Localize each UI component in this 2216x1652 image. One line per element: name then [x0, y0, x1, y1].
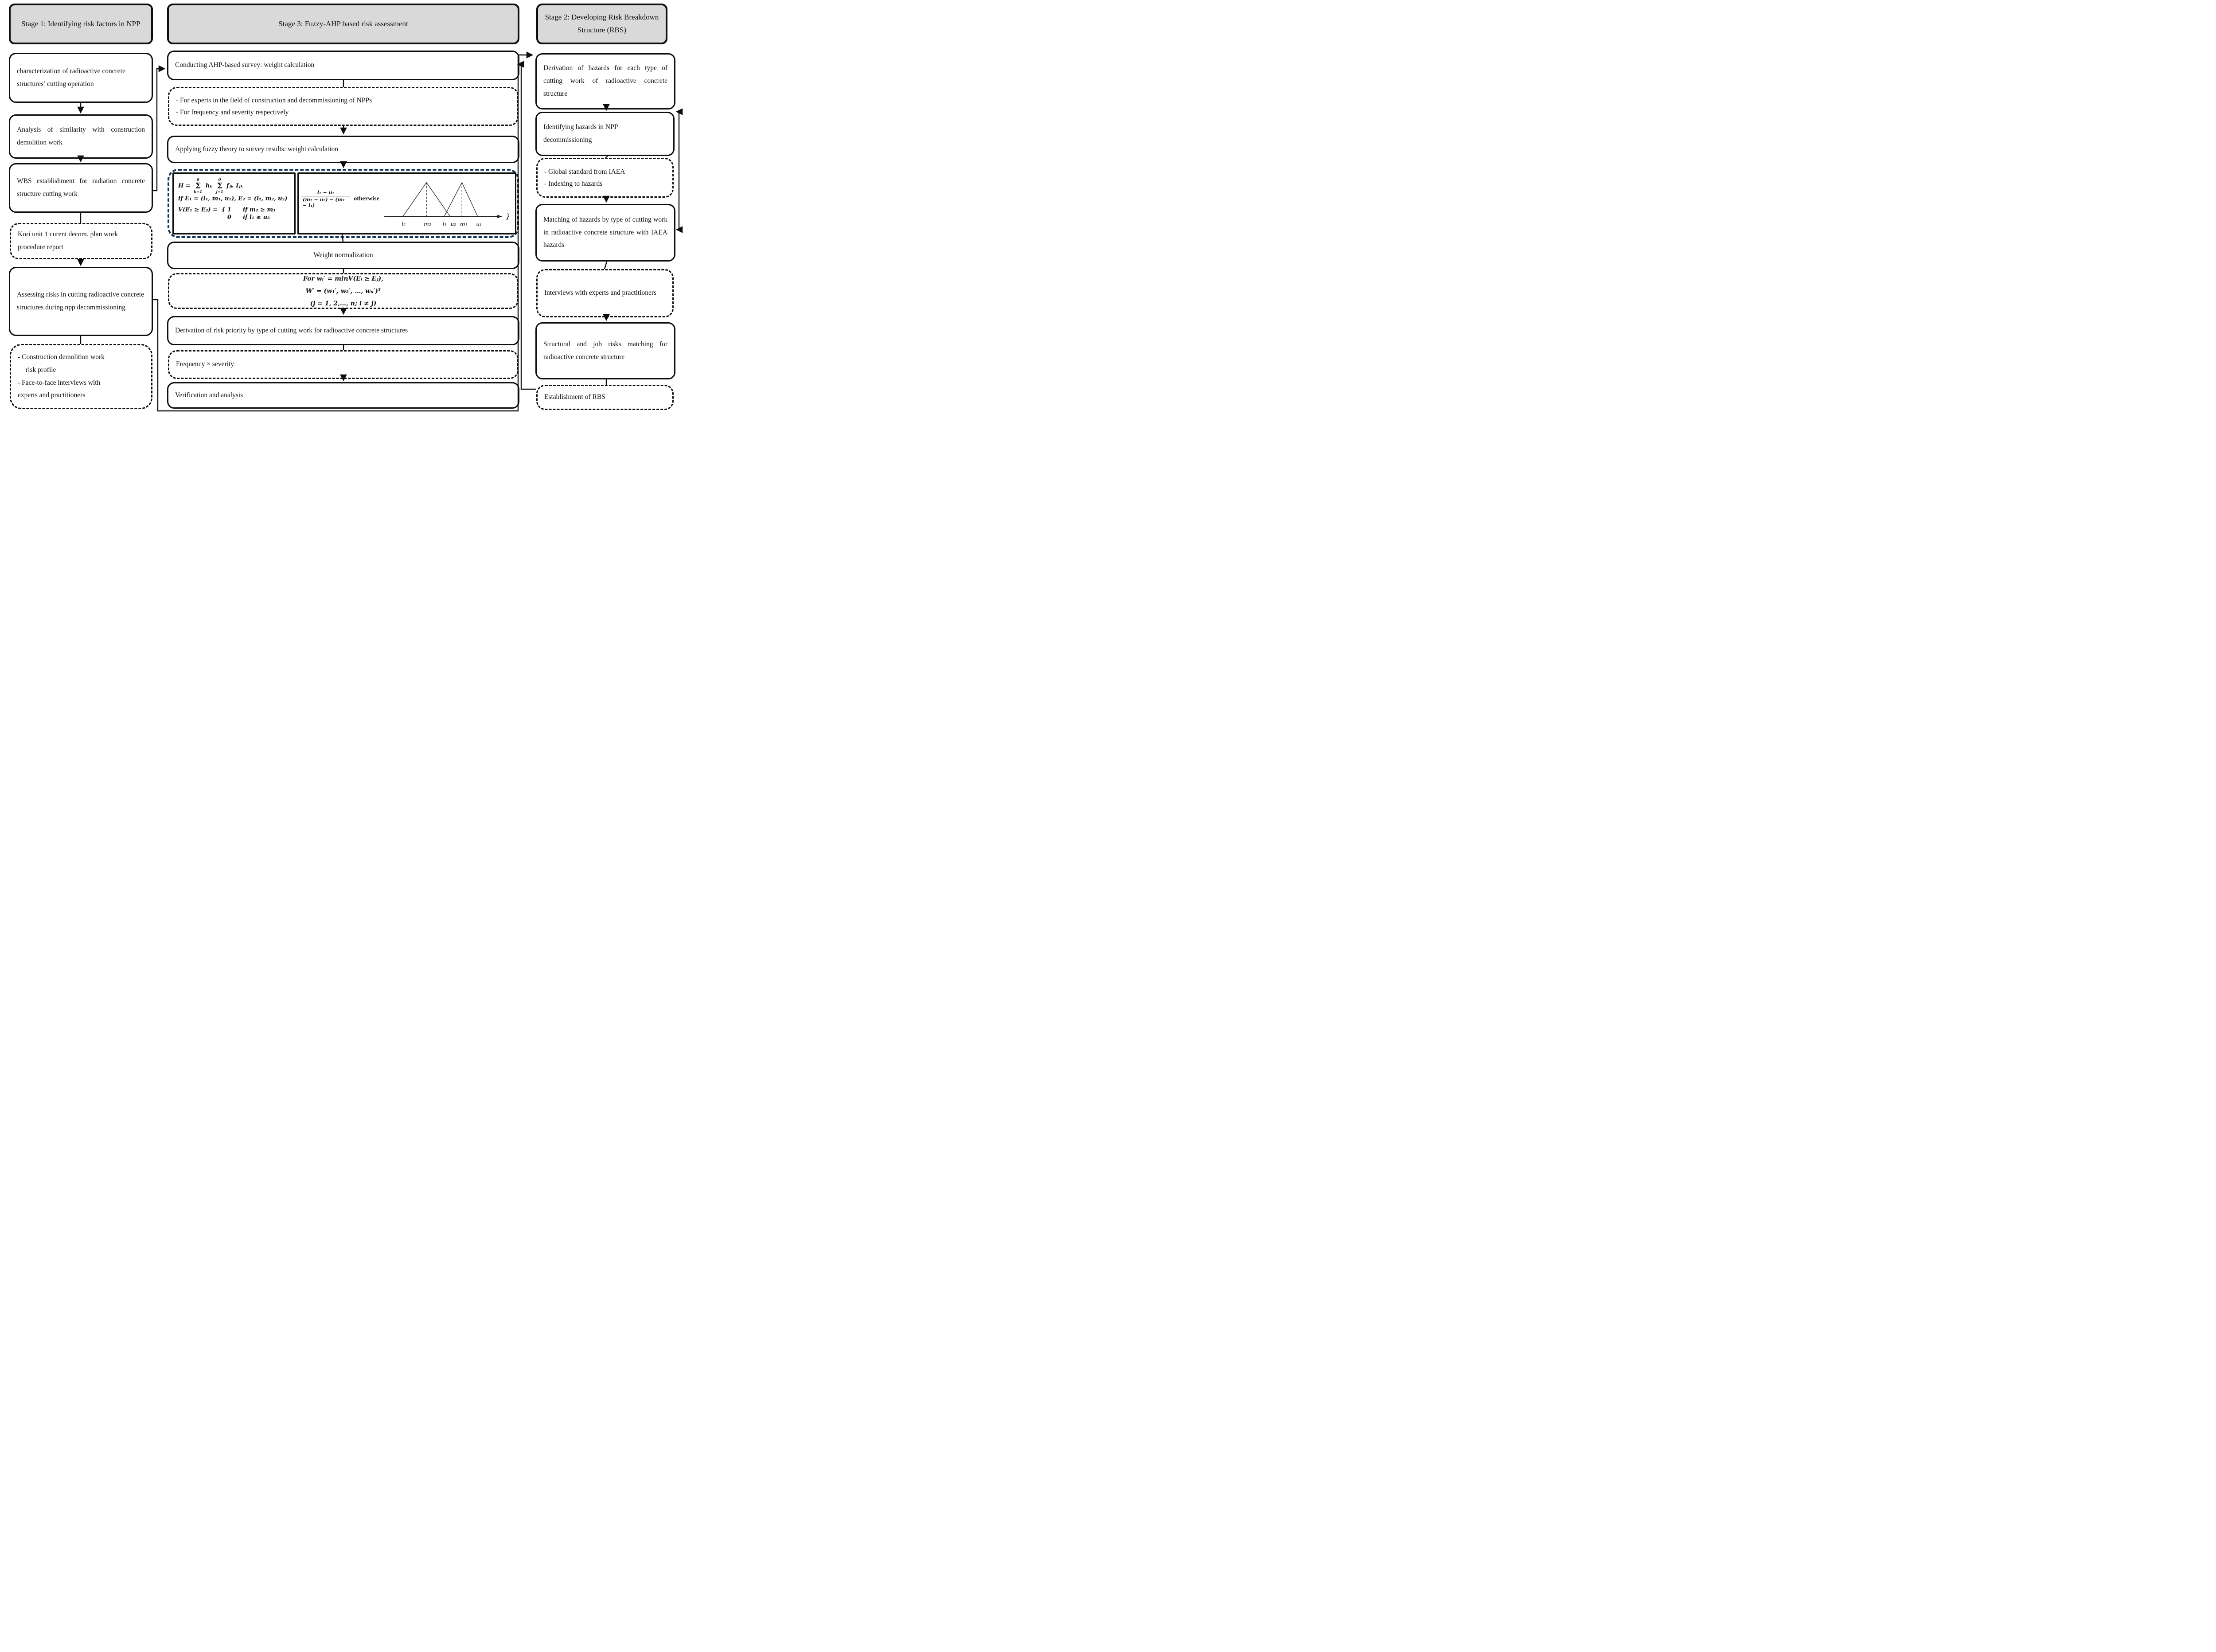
box-analysis: Analysis of similarity with construction…: [9, 114, 153, 159]
axis-label-u1: u₁: [476, 221, 482, 227]
box-wbs-label: WBS establishment for radiation concrete…: [17, 177, 145, 198]
box-characterization: characterization of radioactive concrete…: [9, 53, 153, 103]
box-survey-notes: - For experts in the field of constructi…: [168, 87, 519, 126]
closing-brace: }: [506, 212, 510, 221]
box-conducting-label: Conducting AHP-based survey: weight calc…: [175, 61, 315, 69]
triangle-E1: [444, 182, 478, 217]
stage3-header: Stage 3: Fuzzy-AHP based risk assessment: [167, 4, 519, 44]
otherwise-fraction: l₁ − u₂ (m₂ − u₂) − (m₁ − l₁) otherwise: [301, 190, 379, 208]
fraction-denominator: (m₂ − u₂) − (m₁ − l₁): [301, 196, 351, 208]
formula-v-lhs: V(E₁ ≥ E₂) = { 1: [178, 207, 231, 213]
box-establishment-rbs: Establishment of RBS: [536, 385, 674, 410]
survey-note-line1: - For experts in the field of constructi…: [176, 96, 372, 104]
arrow-loop-to-matching: [675, 168, 683, 233]
axis-label-u2: u₂: [450, 221, 456, 227]
box-analysis-label: Analysis of similarity with construction…: [17, 126, 145, 146]
axis-label-m1: m₁: [460, 221, 468, 227]
weight-formula-lines: For wᵢ′ = minV(Eᵢ ≥ Eⱼ), W′ = (w₁′, w₂′,…: [176, 273, 511, 310]
box-conducting: Conducting AHP-based survey: weight calc…: [167, 51, 519, 80]
fraction: l₁ − u₂ (m₂ − u₂) − (m₁ − l₁): [301, 190, 351, 208]
box-iaea-notes: - Global standard from IAEA - Indexing t…: [536, 158, 674, 198]
axis-label-m2: m₂: [424, 221, 431, 227]
iaea-note-line1: - Global standard from IAEA: [544, 168, 625, 176]
arrow-wbs-to-conducting: [153, 65, 166, 191]
box-structural-risks-label: Structural and job risks matching for ra…: [543, 340, 667, 361]
formula-case2-val: 0: [227, 214, 231, 221]
box-iaea-notes-label: - Global standard from IAEA - Indexing t…: [544, 166, 666, 190]
box-risk-priority-label: Derivation of risk priority by type of c…: [175, 326, 408, 334]
box-establishment-rbs-label: Establishment of RBS: [544, 393, 605, 401]
formula-v-line: V(E₁ ≥ E₂) = { 1 if m₂ ≥ m₁ 0 if l₁ ≥ u₂: [178, 207, 290, 221]
formula-cases: V(E₁ ≥ E₂) = { 1 if m₂ ≥ m₁ 0 if l₁ ≥ u₂: [178, 207, 276, 221]
weight-formula-line1: For wᵢ′ = minV(Eᵢ ≥ Eⱼ),: [303, 275, 384, 282]
axis-label-l1: l₁: [442, 221, 446, 227]
box-risk-profile: - Construction demolition work risk prof…: [10, 344, 152, 409]
risk-profile-line3: - Face-to-face interviews with: [18, 379, 101, 387]
formula-case1-cond: if m₂ ≥ m₁: [242, 207, 276, 213]
line-matching-to-interviews: [604, 261, 608, 269]
formula-case2-cond: if l₁ ≥ u₂: [242, 214, 270, 221]
box-frequency-severity: Frequency × severity: [168, 350, 519, 379]
iaea-note-line2: - Indexing to hazards: [544, 180, 603, 187]
box-derivation-hazards-label: Derivation of hazards for each type of c…: [543, 64, 667, 98]
sigma-icon: Σ: [195, 181, 201, 191]
weight-formula-line2: W′ = (w₁′, w₂′, …, wₙ′)ᵀ: [305, 287, 381, 295]
stage1-header: Stage 1: Identifying risk factors in NPP: [9, 4, 153, 44]
arrow-establishment-to-conducting: [517, 61, 536, 390]
otherwise-label: otherwise: [354, 195, 379, 202]
arrow-loop-to-identifying: [675, 108, 683, 168]
box-derivation-hazards: Derivation of hazards for each type of c…: [535, 53, 675, 109]
formula-h-term2: fⱼₖ Iⱼₖ: [226, 183, 244, 189]
formula-if-line: if E₁ = (l₁, m₁, u₁), E₂ = (l₂, m₂, u₂): [178, 195, 288, 202]
sigma-icon: Σ: [217, 181, 222, 191]
box-kori: Kori unit 1 curent decom. plan work proc…: [10, 223, 152, 259]
box-identifying-hazards: Identifying hazards in NPP decommissioni…: [535, 112, 675, 156]
box-verification: Verification and analysis: [167, 382, 519, 409]
box-interviews: Interviews with experts and practitioner…: [536, 269, 674, 317]
box-weight-normalization: Weight normalization: [167, 242, 519, 269]
stage1-header-label: Stage 1: Identifying risk factors in NPP: [21, 19, 140, 28]
stage3-header-label: Stage 3: Fuzzy-AHP based risk assessment: [278, 19, 408, 28]
risk-profile-line4: experts and practitioners: [18, 391, 86, 399]
stage2-header: Stage 2: Developing Risk Breakdown Struc…: [536, 4, 667, 44]
box-structural-risks: Structural and job risks matching for ra…: [535, 322, 675, 379]
stage2-header-label: Stage 2: Developing Risk Breakdown Struc…: [545, 13, 659, 34]
formula-h-lhs: H =: [178, 183, 191, 189]
box-identifying-hazards-label: Identifying hazards in NPP decommissioni…: [543, 123, 618, 144]
weight-formula-line3: (j = 1, 2,…, n; i ≠ j): [310, 300, 377, 307]
risk-profile-line1: - Construction demolition work: [18, 353, 105, 361]
box-survey-notes-label: - For experts in the field of constructi…: [176, 94, 511, 118]
box-matching-hazards-label: Matching of hazards by type of cutting w…: [543, 215, 667, 249]
x-axis-arrowhead-icon: [497, 215, 502, 219]
box-interviews-label: Interviews with experts and practitioner…: [544, 289, 657, 297]
box-assessing-label: Assessing risks in cutting radioactive c…: [17, 291, 144, 311]
fraction-numerator: l₁ − u₂: [317, 190, 335, 195]
formula-h-term1: hₖ: [205, 183, 213, 189]
fuzzy-formula-right-panel: l₁ − u₂ (m₂ − u₂) − (m₁ − l₁) otherwise …: [297, 172, 516, 234]
box-assessing: Assessing risks in cutting radioactive c…: [9, 267, 153, 336]
axis-label-l2: l₂: [402, 221, 406, 227]
survey-note-line2: - For frequency and severity respectivel…: [176, 109, 289, 116]
box-frequency-severity-label: Frequency × severity: [176, 360, 234, 368]
flowchart-canvas: Stage 1: Identifying risk factors in NPP…: [0, 0, 685, 413]
risk-profile-line2: risk profile: [26, 366, 56, 374]
box-verification-label: Verification and analysis: [175, 391, 243, 399]
box-risk-priority: Derivation of risk priority by type of c…: [167, 316, 519, 345]
box-kori-label: Kori unit 1 curent decom. plan work proc…: [18, 230, 118, 251]
box-weight-normalization-label: Weight normalization: [313, 251, 373, 259]
membership-triangles-plot: l₂ m₂ l₁ u₂ m₁ u₁ }: [384, 182, 510, 227]
box-matching-hazards: Matching of hazards by type of cutting w…: [535, 204, 675, 262]
box-applying-label: Applying fuzzy theory to survey results:…: [175, 145, 339, 153]
box-wbs: WBS establishment for radiation concrete…: [9, 163, 153, 213]
box-weight-formula: For wᵢ′ = minV(Eᵢ ≥ Eⱼ), W′ = (w₁′, w₂′,…: [168, 273, 519, 309]
box-applying: Applying fuzzy theory to survey results:…: [167, 136, 519, 163]
box-risk-profile-label: - Construction demolition work risk prof…: [18, 351, 144, 402]
box-characterization-label: characterization of radioactive concrete…: [17, 67, 125, 88]
